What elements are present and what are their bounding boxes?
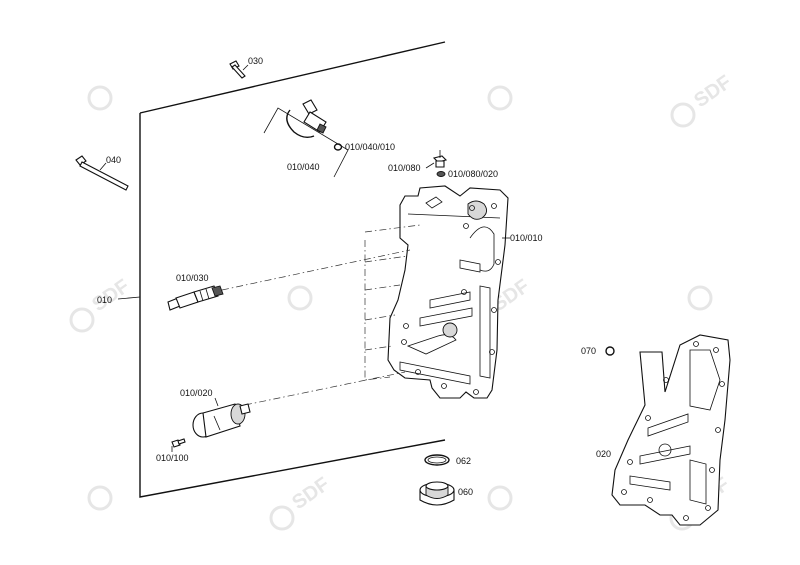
watermark-logo-5 [687, 285, 713, 311]
valve-body-010-010 [387, 185, 509, 399]
label-062: 062 [456, 456, 471, 466]
watermark-text-1: SDF [690, 71, 735, 112]
label-070: 070 [581, 346, 596, 356]
sensor-010-040 [263, 99, 349, 178]
label-010: 010 [97, 295, 112, 305]
seal-010-080-020 [436, 171, 446, 177]
label-010-080-020: 010/080/020 [448, 169, 498, 179]
solenoid-010-030 [167, 285, 224, 311]
label-040: 040 [106, 155, 121, 165]
label-010-040: 010/040 [287, 162, 320, 172]
bolt-040 [75, 155, 129, 191]
watermark-text-4: SDF [288, 473, 333, 514]
alignment-lines [221, 224, 421, 406]
watermark-logo-6 [69, 307, 95, 333]
gasket-plate-020 [611, 334, 731, 526]
watermark-logo-10 [269, 505, 295, 531]
leader-030 [242, 64, 249, 71]
label-010-030: 010/030 [176, 273, 209, 283]
label-010-080: 010/080 [388, 163, 421, 173]
label-010-040-010: 010/040/010 [345, 142, 395, 152]
plug-010-080 [432, 150, 448, 168]
label-010-010: 010/010 [510, 233, 543, 243]
watermark-logo-1 [87, 85, 113, 111]
watermark-logo-3 [670, 102, 696, 128]
label-030: 030 [248, 56, 263, 66]
watermark-logo-8 [87, 485, 113, 511]
watermark-logo-4 [287, 285, 313, 311]
label-010-020: 010/020 [180, 388, 213, 398]
watermark-logo-2 [487, 85, 513, 111]
leader-040 [99, 162, 107, 171]
leader-010-080 [425, 162, 435, 169]
screw-010-100 [171, 438, 186, 448]
ring-062 [424, 454, 450, 466]
watermark-logo-9 [487, 485, 513, 511]
cap-060 [419, 481, 455, 506]
label-020: 020 [596, 449, 611, 459]
label-060: 060 [458, 487, 473, 497]
oring-070 [605, 346, 615, 356]
oring-010-040-010 [333, 143, 343, 151]
solenoid-010-020 [192, 403, 251, 438]
leader-010-020 [214, 397, 219, 407]
leader-010 [117, 296, 141, 300]
assembly-frame [139, 41, 446, 498]
label-010-100: 010/100 [156, 453, 189, 463]
bolt-030 [229, 60, 246, 79]
